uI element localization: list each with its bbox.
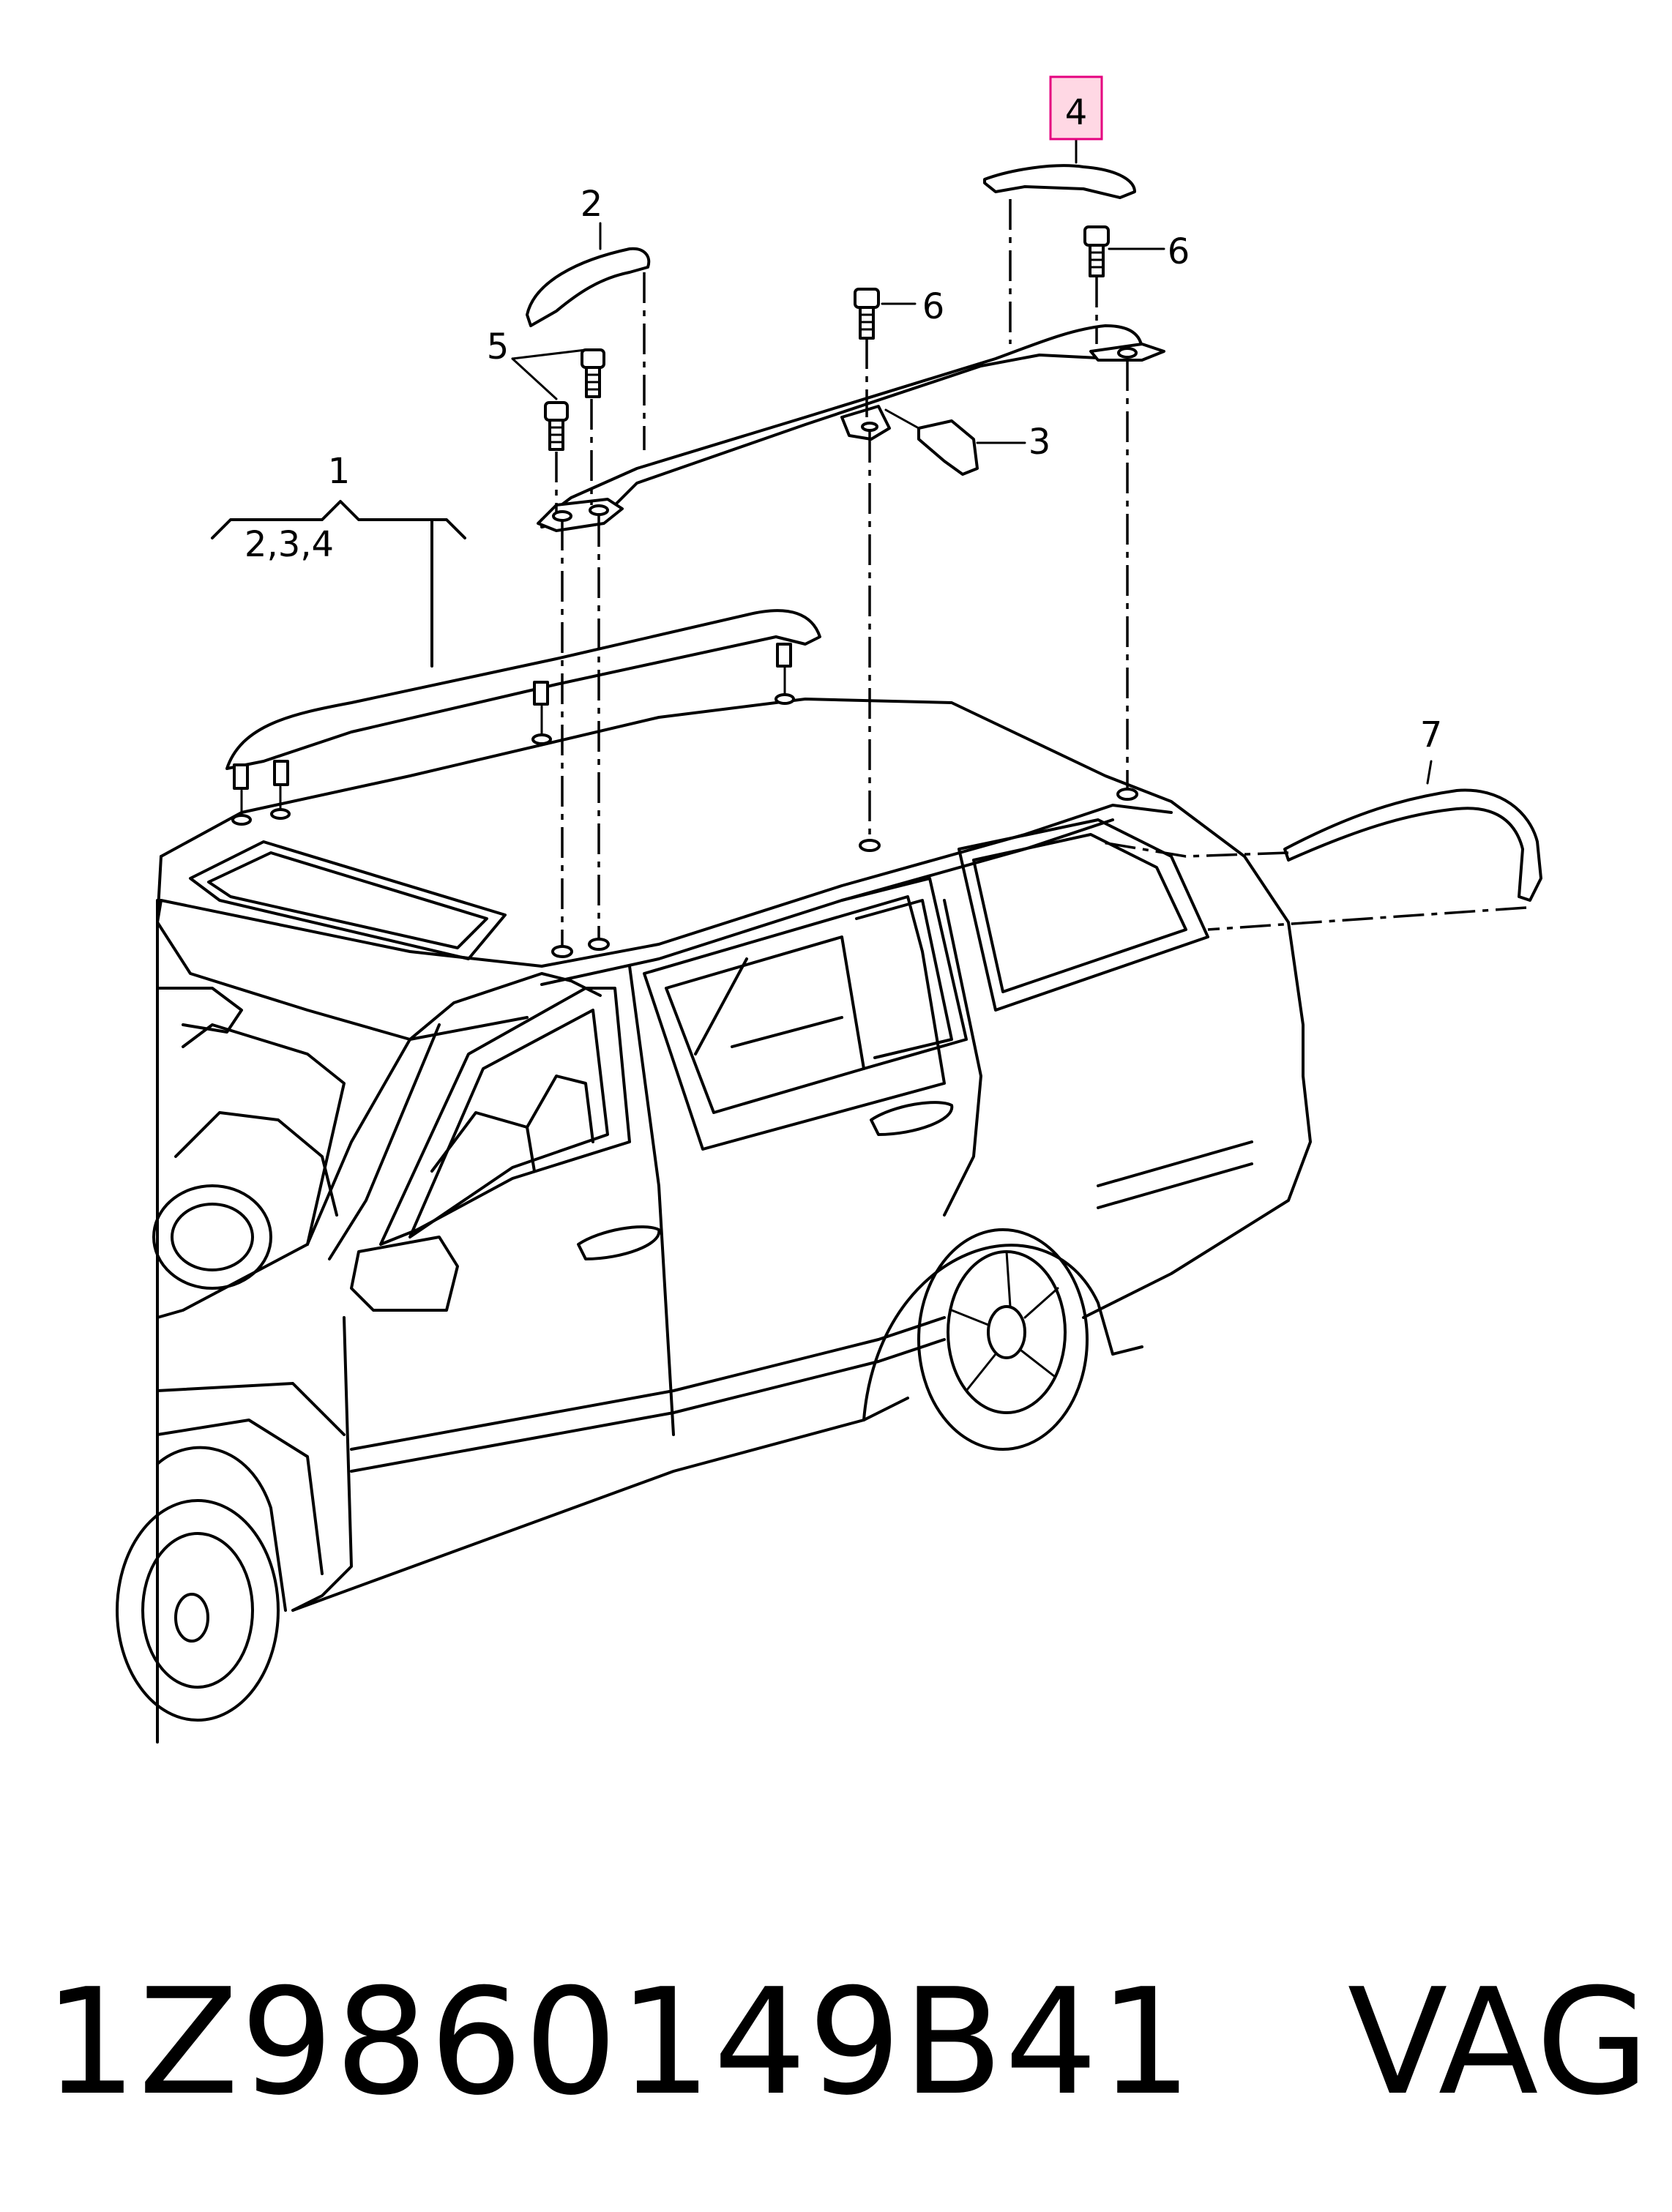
car-body xyxy=(116,698,1312,1744)
brand-name: VAG xyxy=(1347,1957,1649,2128)
callout-5: 5 xyxy=(487,326,510,367)
assembly-lines xyxy=(555,199,1527,952)
callout-6-right: 6 xyxy=(1168,231,1190,272)
part-number: 1Z9860149B41 xyxy=(44,1957,1194,2128)
callout-4: 4 xyxy=(1065,92,1088,133)
rear-trim-part-7 xyxy=(1283,760,1542,902)
exploded-roof-rail xyxy=(526,164,1165,532)
callout-7: 7 xyxy=(1420,714,1443,755)
callout-3: 3 xyxy=(1029,422,1051,463)
callout-6-middle: 6 xyxy=(922,286,945,327)
bolts xyxy=(544,225,1110,451)
callout-2: 2 xyxy=(581,184,603,225)
roof-rail-assembly xyxy=(211,500,821,826)
callout-1: 1 xyxy=(328,451,351,492)
callout-1-subparts: 2,3,4 xyxy=(245,524,334,565)
roof-mount-points xyxy=(551,788,1138,958)
callout-4-highlight xyxy=(1049,75,1103,141)
parts-diagram: 1 2,3,4 2 3 4 5 6 6 7 xyxy=(116,75,1542,1744)
footer: 1Z9860149B41 VAG xyxy=(44,1932,1649,2152)
leader-lines xyxy=(511,138,1165,444)
